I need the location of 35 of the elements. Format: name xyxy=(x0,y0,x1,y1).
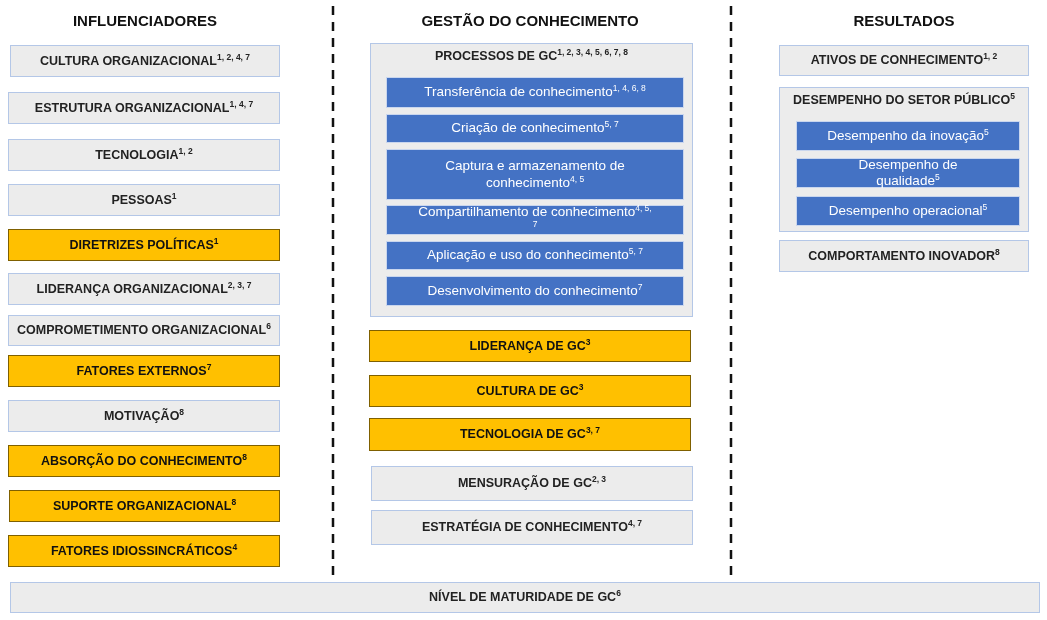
label-box: PESSOAS$^{1}$ xyxy=(8,184,280,216)
group-box xyxy=(370,43,693,317)
highlighted-box: LIDERANÇA DE GC$^{3}$ xyxy=(369,330,691,362)
process-box: Desenvolvimento do conhecimento$^{7}$ xyxy=(386,276,684,306)
label-box: MENSURAÇÃO DE GC$^{2, 3}$ xyxy=(371,466,693,501)
process-box: Desempenho de qualidade$^{5}$ xyxy=(796,158,1020,188)
label-box: MOTIVAÇÃO$^{8}$ xyxy=(8,400,280,432)
column-heading: GESTÃO DO CONHECIMENTO xyxy=(420,12,640,29)
label-box: COMPROMETIMENTO ORGANIZACIONAL$^{6}$ xyxy=(8,315,280,346)
label-box: ESTRUTURA ORGANIZACIONAL$^{1, 4, 7}$ xyxy=(8,92,280,124)
label-box: LIDERANÇA ORGANIZACIONAL$^{2, 3, 7}$ xyxy=(8,273,280,305)
group-heading: PROCESSOS DE GC$^{1, 2, 3, 4, 5, 6, 7, 8}$ xyxy=(433,49,630,64)
label-box: CULTURA ORGANIZACIONAL$^{1, 2, 4, 7}$ xyxy=(10,45,280,77)
process-box: Transferência de conhecimento$^{1, 4, 6, 8}$ xyxy=(386,77,684,108)
highlighted-box: FATORES EXTERNOS$^{7}$ xyxy=(8,355,280,387)
process-box: Criação de conhecimento$^{5, 7}$ xyxy=(386,114,684,143)
group-heading: DESEMPENHO DO SETOR PÚBLICO$^{5}$ xyxy=(792,93,1016,108)
highlighted-box: DIRETRIZES POLÍTICAS$^{1}$ xyxy=(8,229,280,261)
process-box: Desempenho da inovação$^{5}$ xyxy=(796,121,1020,151)
group-box xyxy=(779,87,1029,232)
process-box: Aplicação e uso do conhecimento$^{5, 7}$ xyxy=(386,241,684,270)
label-box: NÍVEL DE MATURIDADE DE GC$^{6}$ xyxy=(10,582,1040,613)
highlighted-box: ABSORÇÃO DO CONHECIMENTO$^{8}$ xyxy=(8,445,280,477)
process-box: Desempenho operacional$^{5}$ xyxy=(796,196,1020,226)
label-box: COMPORTAMENTO INOVADOR$^{8}$ xyxy=(779,240,1029,272)
highlighted-box: CULTURA DE GC$^{3}$ xyxy=(369,375,691,407)
highlighted-box: TECNOLOGIA DE GC$^{3, 7}$ xyxy=(369,418,691,451)
process-box: Captura e armazenamento de conhecimento$^{4, 5}$ xyxy=(386,149,684,200)
highlighted-box: SUPORTE ORGANIZACIONAL$^{8}$ xyxy=(9,490,280,522)
label-box: ATIVOS DE CONHECIMENTO$^{1, 2}$ xyxy=(779,45,1029,76)
column-heading: INFLUENCIADORES xyxy=(71,12,219,29)
label-box: TECNOLOGIA$^{1, 2}$ xyxy=(8,139,280,171)
label-box: ESTRATÉGIA DE CONHECIMENTO$^{4, 7}$ xyxy=(371,510,693,545)
column-heading: RESULTADOS xyxy=(852,12,956,29)
highlighted-box: FATORES IDIOSSINCRÁTICOS$^{4}$ xyxy=(8,535,280,567)
